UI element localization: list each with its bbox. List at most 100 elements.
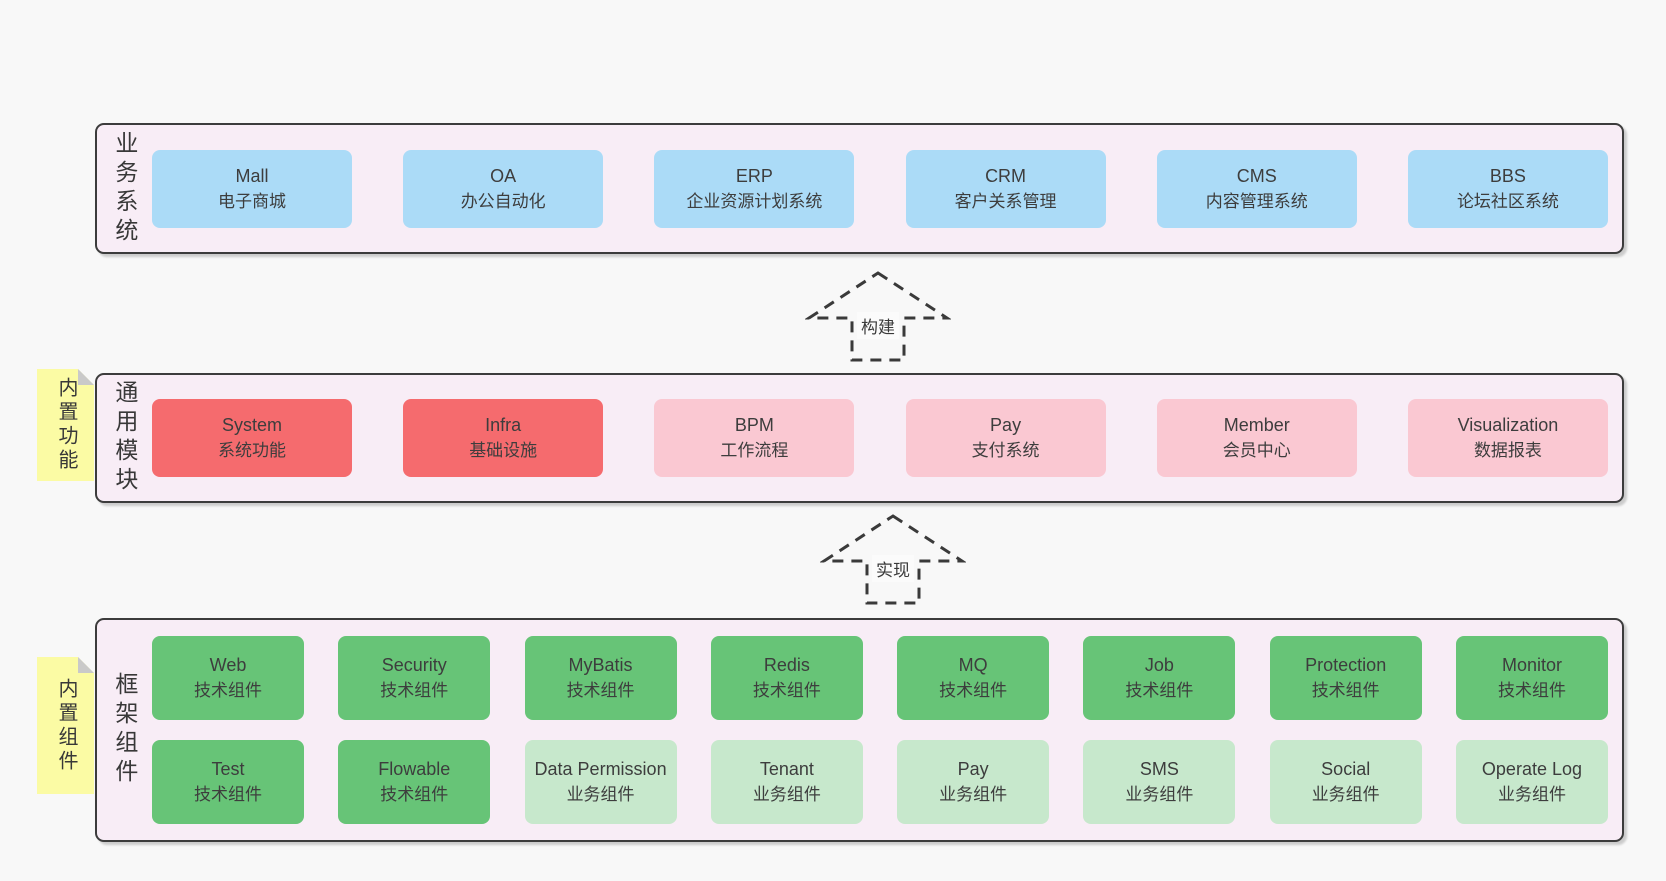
box-title: Protection xyxy=(1305,655,1387,675)
box-title: Data Permission xyxy=(534,759,667,779)
box-system: System 系统功能 xyxy=(152,399,352,477)
box-subtitle: 办公自动化 xyxy=(460,191,546,211)
box-title: Redis xyxy=(763,655,810,675)
box-social: Social 业务组件 xyxy=(1269,740,1422,824)
box-subtitle: 业务组件 xyxy=(752,785,821,804)
box-title: Social xyxy=(1321,759,1371,779)
box-title: Pay xyxy=(990,415,1022,435)
box-subtitle: 内容管理系统 xyxy=(1205,191,1308,211)
box-title: MQ xyxy=(958,655,988,675)
box-title: Security xyxy=(381,655,447,675)
box-monitor: Monitor 技术组件 xyxy=(1455,636,1608,720)
box-crm: CRM 客户关系管理 xyxy=(905,149,1106,228)
box-subtitle: 客户关系管理 xyxy=(954,191,1057,211)
band-label-common-modules: 通用模块 xyxy=(97,375,152,501)
box-subtitle: 业务组件 xyxy=(1311,785,1380,804)
band-framework-components: 框架组件 Web 技术组件 Security 技术组件 MyBatis 技术组件… xyxy=(95,618,1624,842)
box-subtitle: 电子商城 xyxy=(218,191,286,211)
box-subtitle: 业务组件 xyxy=(1497,785,1566,804)
box-protection: Protection 技术组件 xyxy=(1269,636,1422,720)
box-title: Test xyxy=(211,759,245,779)
box-title: BBS xyxy=(1489,165,1526,186)
band-label-text: 通用模块 xyxy=(111,380,138,496)
box-title: MyBatis xyxy=(568,655,633,675)
box-mall: Mall 电子商城 xyxy=(152,149,352,228)
band-common-modules: 通用模块 System 系统功能 Infra 基础设施 BPM 工作流程 Pay… xyxy=(95,373,1624,503)
band-label-business-systems: 业务系统 xyxy=(97,125,152,252)
box-subtitle: 技术组件 xyxy=(752,681,821,700)
box-subtitle: 工作流程 xyxy=(720,441,789,460)
box-title: CMS xyxy=(1236,165,1277,186)
box-subtitle: 技术组件 xyxy=(194,785,262,804)
framework-row-1: Web 技术组件 Security 技术组件 MyBatis 技术组件 Redi… xyxy=(152,636,1608,720)
box-subtitle: 技术组件 xyxy=(939,681,1008,700)
box-subtitle: 系统功能 xyxy=(218,441,286,460)
box-title: Flowable xyxy=(378,759,451,779)
box-subtitle: 企业资源计划系统 xyxy=(686,191,823,211)
box-title: Visualization xyxy=(1457,415,1559,435)
sticky-note-built-in-features: 内置功能 xyxy=(37,369,94,481)
box-title: Operate Log xyxy=(1481,759,1582,779)
box-sms: SMS 业务组件 xyxy=(1083,740,1236,824)
box-subtitle: 技术组件 xyxy=(194,681,262,700)
box-title: Job xyxy=(1144,655,1174,675)
box-title: Web xyxy=(209,655,247,675)
box-title: Member xyxy=(1223,415,1290,435)
box-title: Tenant xyxy=(759,759,814,779)
box-job: Job 技术组件 xyxy=(1083,636,1236,720)
band-business-systems: 业务系统 Mall 电子商城 OA 办公自动化 ERP 企业资源计划系统 CRM… xyxy=(95,123,1624,254)
box-mybatis: MyBatis 技术组件 xyxy=(524,636,677,720)
box-operate-log: Operate Log 业务组件 xyxy=(1455,740,1608,824)
box-pay: Pay 支付系统 xyxy=(905,399,1106,477)
box-subtitle: 技术组件 xyxy=(380,681,449,700)
box-member: Member 会员中心 xyxy=(1156,399,1357,477)
box-subtitle: 技术组件 xyxy=(1311,681,1380,700)
box-web: Web 技术组件 xyxy=(152,636,304,720)
arrow-build-label: 构建 xyxy=(857,312,899,339)
box-cms: CMS 内容管理系统 xyxy=(1156,149,1357,228)
box-tenant: Tenant 业务组件 xyxy=(710,740,863,824)
box-title: Pay xyxy=(957,759,989,779)
box-subtitle: 基础设施 xyxy=(469,441,538,460)
box-redis: Redis 技术组件 xyxy=(710,636,863,720)
band-framework-components-content: Web 技术组件 Security 技术组件 MyBatis 技术组件 Redi… xyxy=(152,620,1622,840)
box-test: Test 技术组件 xyxy=(152,740,304,824)
box-subtitle: 会员中心 xyxy=(1222,441,1291,460)
box-title: BPM xyxy=(734,415,774,435)
arrow-build: 构建 xyxy=(805,270,951,364)
box-data-permission: Data Permission 业务组件 xyxy=(524,740,677,824)
box-title: CRM xyxy=(985,165,1027,186)
band-label-text: 框架组件 xyxy=(111,672,138,788)
box-flowable: Flowable 技术组件 xyxy=(338,740,491,824)
box-title: Mall xyxy=(235,165,269,186)
box-subtitle: 技术组件 xyxy=(1497,681,1566,700)
box-title: Monitor xyxy=(1501,655,1562,675)
framework-row-2: Test 技术组件 Flowable 技术组件 Data Permission … xyxy=(152,740,1608,824)
box-pay-biz: Pay 业务组件 xyxy=(897,740,1050,824)
box-subtitle: 技术组件 xyxy=(380,785,449,804)
box-infra: Infra 基础设施 xyxy=(403,399,604,477)
box-subtitle: 业务组件 xyxy=(1125,785,1194,804)
box-oa: OA 办公自动化 xyxy=(403,149,604,228)
box-subtitle: 技术组件 xyxy=(1125,681,1194,700)
sticky-note-built-in-components: 内置组件 xyxy=(37,657,94,794)
box-subtitle: 技术组件 xyxy=(566,681,635,700)
box-mq: MQ 技术组件 xyxy=(897,636,1050,720)
band-label-text: 业务系统 xyxy=(111,130,138,247)
box-bbs: BBS 论坛社区系统 xyxy=(1407,149,1608,228)
box-subtitle: 数据报表 xyxy=(1473,441,1542,460)
box-subtitle: 支付系统 xyxy=(971,441,1040,460)
box-visualization: Visualization 数据报表 xyxy=(1407,399,1608,477)
sticky-note-text: 内置组件 xyxy=(55,677,77,774)
band-business-systems-content: Mall 电子商城 OA 办公自动化 ERP 企业资源计划系统 CRM 客户关系… xyxy=(152,125,1622,252)
box-erp: ERP 企业资源计划系统 xyxy=(654,149,855,228)
arrow-implement-label: 实现 xyxy=(872,555,914,582)
box-title: ERP xyxy=(735,165,773,186)
band-common-modules-content: System 系统功能 Infra 基础设施 BPM 工作流程 Pay 支付系统… xyxy=(152,375,1622,501)
arrow-implement: 实现 xyxy=(820,513,966,607)
box-title: SMS xyxy=(1139,759,1179,779)
sticky-note-text: 内置功能 xyxy=(55,377,77,473)
box-subtitle: 论坛社区系统 xyxy=(1456,191,1559,211)
box-bpm: BPM 工作流程 xyxy=(654,399,855,477)
box-title: Infra xyxy=(485,415,522,435)
